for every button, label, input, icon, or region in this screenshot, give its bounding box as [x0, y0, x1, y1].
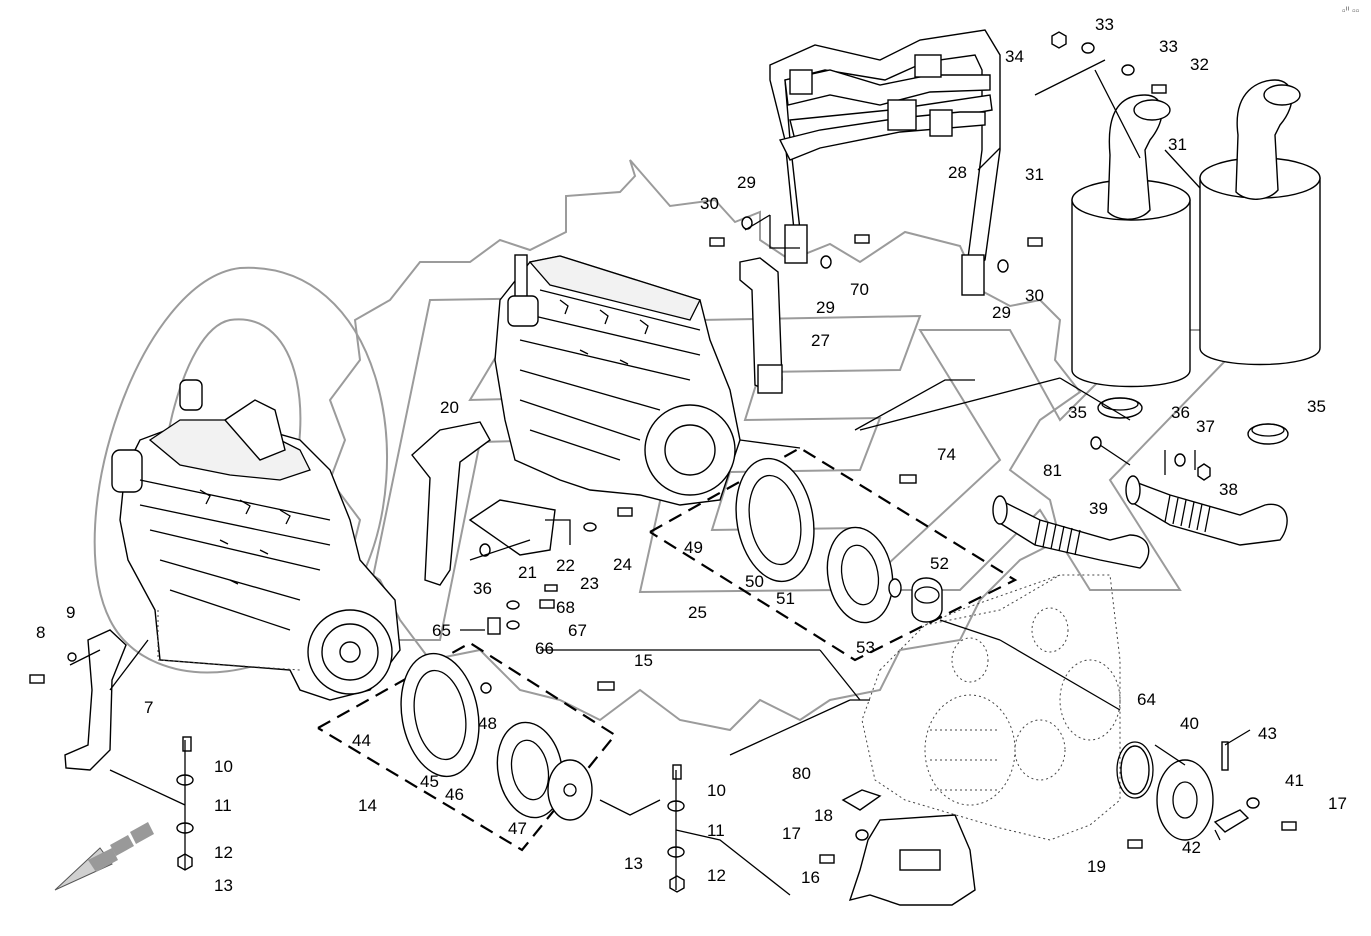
callout-12a: 12: [214, 843, 233, 862]
callout-35b: 35: [1307, 397, 1326, 416]
callout-41: 41: [1285, 771, 1304, 790]
callout-27: 27: [811, 331, 830, 350]
callout-38: 38: [1219, 480, 1238, 499]
plate-80: [841, 789, 882, 811]
shaft-42: [1213, 741, 1250, 833]
flex-pipe-38: [1125, 475, 1288, 546]
callout-31a: 31: [1025, 165, 1044, 184]
plate-22: [468, 499, 556, 556]
callout-10a: 10: [214, 757, 233, 776]
support-27: [739, 257, 783, 394]
callout-46: 46: [445, 785, 464, 804]
callout-13b: 13: [624, 854, 643, 873]
callout-36b: 36: [473, 579, 492, 598]
callout-68: 68: [556, 598, 575, 617]
callout-44: 44: [352, 731, 371, 750]
leader-lines: [69, 59, 1251, 896]
callout-9: 9: [66, 603, 75, 622]
muffler-right: [1199, 79, 1321, 366]
callout-42: 42: [1182, 838, 1201, 857]
callout-43: 43: [1258, 724, 1277, 743]
support-20: [411, 421, 491, 586]
callout-29b: 29: [816, 298, 835, 317]
callout-70: 70: [850, 280, 869, 299]
callout-11b: 11: [707, 821, 725, 840]
callout-50: 50: [745, 572, 764, 591]
callout-14: 14: [358, 796, 377, 815]
callout-29a: 29: [737, 173, 756, 192]
callout-45: 45: [420, 772, 439, 791]
callout-52: 52: [930, 554, 949, 573]
callout-8: 8: [36, 623, 45, 642]
callout-49: 49: [684, 538, 703, 557]
callout-7: 7: [144, 698, 153, 717]
clamp-35-right: [1247, 423, 1289, 445]
flange-40: [1116, 741, 1214, 841]
callout-12b: 12: [707, 866, 726, 885]
callout-47: 47: [508, 819, 527, 838]
callout-10b: 10: [707, 781, 726, 800]
callout-30a: 30: [700, 194, 719, 213]
callout-53: 53: [856, 638, 875, 657]
callout-65: 65: [432, 621, 451, 640]
callout-30b: 30: [1025, 286, 1044, 305]
callout-17b: 17: [1328, 794, 1347, 813]
callout-32: 32: [1190, 55, 1209, 74]
callout-20: 20: [440, 398, 459, 417]
direction-arrow: [54, 822, 154, 891]
callout-80: 80: [792, 764, 811, 783]
callout-74: 74: [937, 445, 956, 464]
callout-25: 25: [688, 603, 707, 622]
support-16: [848, 814, 976, 906]
callout-40: 40: [1180, 714, 1199, 733]
muffler-left: [1071, 94, 1191, 388]
callout-13a: 13: [214, 876, 233, 895]
callout-64: 64: [1137, 690, 1156, 709]
engine-middle: [494, 254, 741, 506]
watermark-gear: [328, 159, 1082, 732]
callout-67: 67: [568, 621, 587, 640]
callout-21: 21: [518, 563, 537, 582]
callout-24: 24: [613, 555, 632, 574]
coupling-group-25: [649, 446, 1018, 662]
callout-23: 23: [580, 574, 599, 593]
engine-left: [111, 379, 401, 701]
gearbox: [861, 574, 1121, 841]
callout-33a: 33: [1095, 15, 1114, 34]
callout-37: 37: [1196, 417, 1215, 436]
callout-48: 48: [478, 714, 497, 733]
exhaust-frame: [769, 29, 1001, 296]
callout-16: 16: [801, 868, 820, 887]
callout-28: 28: [948, 163, 967, 182]
callout-35a: 35: [1068, 403, 1087, 422]
callout-36a: 36: [1171, 403, 1190, 422]
callout-39: 39: [1089, 499, 1108, 518]
callout-51: 51: [776, 589, 795, 608]
callout-19: 19: [1087, 857, 1106, 876]
coupling-group-14: [317, 641, 617, 852]
callout-81: 81: [1043, 461, 1062, 480]
callout-29c: 29: [992, 303, 1011, 322]
clamp-35-left: [1097, 397, 1143, 419]
corner-mark: ▫ᐦ ▫▫: [1342, 6, 1359, 17]
callout-34: 34: [1005, 47, 1024, 66]
flex-pipe-39: [992, 495, 1150, 569]
support-7: [64, 629, 127, 771]
callout-66: 66: [535, 639, 554, 658]
callout-31b: 31: [1168, 135, 1187, 154]
callout-18: 18: [814, 806, 833, 825]
callout-17a: 17: [782, 824, 801, 843]
callout-labels: 8 9 7 10 11 12 13 10 11 12 13 14 15 16 1…: [36, 15, 1347, 895]
callout-15: 15: [634, 651, 653, 670]
callout-33b: 33: [1159, 37, 1178, 56]
callout-22: 22: [556, 556, 575, 575]
callout-11a: 11: [214, 796, 232, 815]
